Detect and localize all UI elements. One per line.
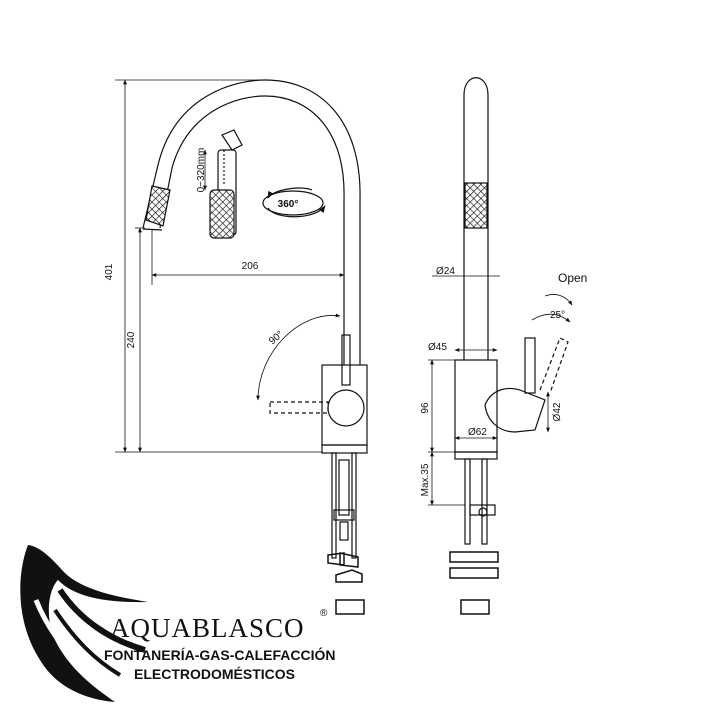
spout-side [463,77,489,360]
lever-front [341,334,351,386]
dim-reach: 206 [242,261,259,272]
spout-knurl [145,185,171,227]
dim-hose-extension: 0~320mm [196,148,207,193]
brand-name: AQUABLASCO [110,613,305,643]
dim-lever-angle-front: 90° [267,329,286,347]
label-open: Open [558,271,587,285]
side-view [449,77,569,615]
spout-outer [142,79,361,365]
dim-rotation: 360° [278,199,299,210]
lever-rotated-dashed [269,401,329,414]
dim-spout-diameter: Ø24 [436,266,455,277]
registered-mark: ® [320,608,328,619]
dim-height-spout: 240 [126,331,137,348]
front-dimensions [115,79,345,453]
dim-body-top-diameter: Ø45 [428,342,447,353]
dim-lever-diameter: Ø42 [552,402,563,421]
lever-hub-front [327,389,365,427]
dim-max-deck: Max.35 [420,463,431,496]
wing-emblem-icon [20,545,148,702]
aquablasco-logo: AQUABLASCO ® FONTANERÍA-GAS-CALEFACCIÓN … [20,545,336,702]
lever-hub-side [484,387,546,433]
dim-height-total: 401 [104,263,115,280]
spout-knurl-side [464,182,488,229]
front-view [142,79,368,615]
tagline-line2: ELECTRODOMÉSTICOS [134,666,295,682]
dim-body-height: 96 [420,402,431,414]
side-dimensions [428,275,573,506]
base-front [321,444,368,454]
spout-inner [159,95,345,365]
dim-base-diameter: Ø62 [468,427,487,438]
dim-open-angle: 25° [550,310,565,321]
tagline-line1: FONTANERÍA-GAS-CALEFACCIÓN [104,646,336,663]
